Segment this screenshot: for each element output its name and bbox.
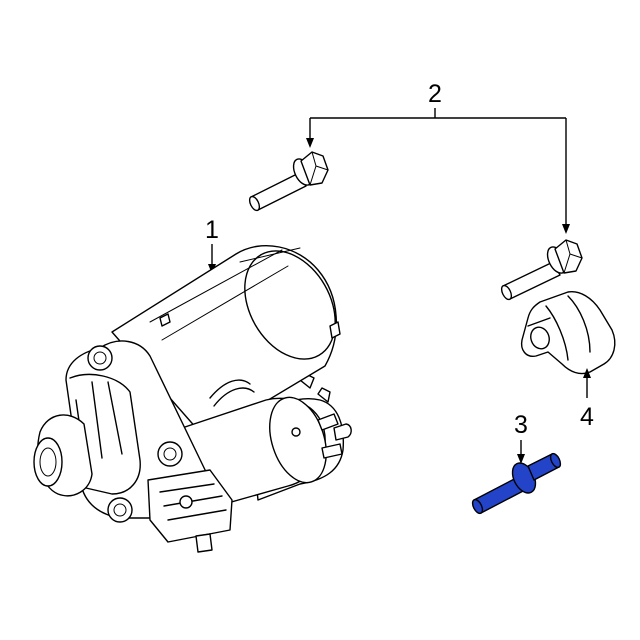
callout-1-label: 1 <box>205 216 219 244</box>
callout-3-leader <box>517 440 525 464</box>
callout-2-label: 2 <box>428 80 442 108</box>
callout-4-label: 4 <box>580 403 594 431</box>
callout-3-label: 3 <box>514 411 528 439</box>
starter-motor-icon[interactable] <box>33 235 354 553</box>
callout-2-leader <box>306 108 570 234</box>
flange-bolt-icon[interactable] <box>248 151 329 212</box>
bracket-icon[interactable] <box>520 291 616 375</box>
flange-bolt-icon[interactable] <box>500 239 583 301</box>
callout-4-leader <box>583 368 591 398</box>
stud-icon[interactable] <box>471 452 563 515</box>
